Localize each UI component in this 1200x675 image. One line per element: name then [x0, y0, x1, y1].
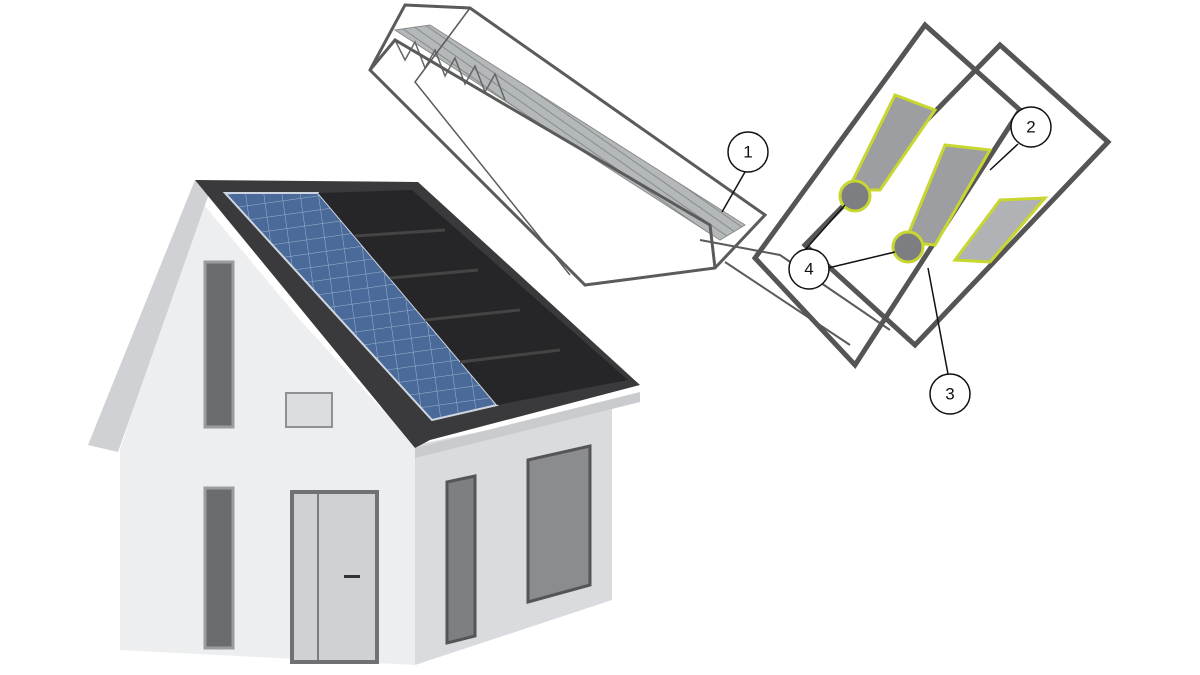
callouts: 1 2 3 4 [721, 106, 1052, 415]
vent-grille [285, 392, 333, 428]
door-handle [344, 575, 360, 578]
window-upper [203, 260, 235, 429]
side-window-2 [526, 444, 592, 604]
slat-panel [393, 24, 746, 241]
window-lower [203, 486, 235, 650]
side-window-1 [445, 474, 477, 645]
collector-frame-front [751, 21, 1024, 370]
front-door [290, 490, 379, 664]
callout-label-4: 4 [804, 260, 813, 279]
house [88, 180, 640, 665]
gable-trim [88, 180, 212, 452]
callout-label-2: 2 [1026, 118, 1035, 137]
callout-label-3: 3 [945, 385, 954, 404]
callout-4: 4 [788, 248, 830, 290]
exploded-roof-module [368, 3, 891, 346]
reflector-troughs [845, 93, 1049, 264]
callout-3: 3 [929, 373, 971, 415]
callout-label-1: 1 [743, 143, 752, 162]
module-frame-back [414, 7, 571, 276]
callout-2: 2 [1010, 106, 1052, 148]
absorber-tube-2 [891, 230, 925, 264]
eave [415, 392, 640, 458]
spring-coil [394, 39, 506, 101]
callout-1: 1 [727, 131, 769, 173]
panel-seams [354, 228, 561, 364]
absorber-tube-1 [838, 179, 872, 213]
module-frame-inner [368, 38, 717, 269]
exploded-collector-module [751, 21, 1112, 370]
connector-lines [699, 239, 891, 346]
